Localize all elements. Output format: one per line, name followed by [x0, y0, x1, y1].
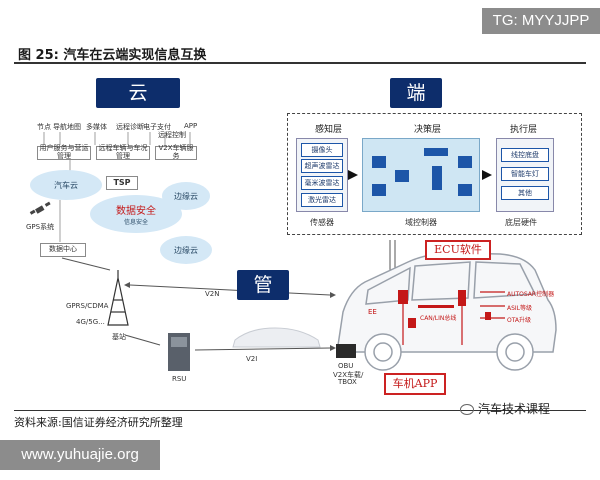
obu-shape: [336, 344, 356, 358]
v2i-label: V2I: [246, 355, 258, 363]
info-security-label: 信息安全: [123, 219, 148, 226]
car-red-lines: [402, 291, 505, 345]
car-cloud: 汽车云: [30, 170, 102, 200]
car-red-components: [398, 290, 491, 328]
cloud-label-payment: 电子支付: [143, 123, 171, 131]
decision-chip-4: [424, 148, 448, 156]
perception-lidar: 激光雷达: [301, 193, 343, 207]
perception-mmwave: 毫米波雷达: [301, 176, 343, 190]
edge-cloud-top: 边缘云: [162, 182, 210, 210]
network-sub-label: 4G/5G...: [76, 318, 105, 326]
obu-label: OBU: [338, 362, 354, 370]
end-header: 端: [390, 78, 442, 108]
cloud-label-app: APP: [184, 122, 198, 130]
wechat-account-label: 汽车技术课程: [478, 402, 551, 416]
execution-lights: 智能车灯: [501, 167, 549, 181]
rsu-shape: [168, 333, 190, 371]
tg-watermark: TG: MYYJJPP: [482, 8, 600, 34]
service-box-user: 用户服务与营运管理: [37, 144, 91, 160]
execution-footer: 底层硬件: [505, 218, 537, 227]
network-label: GPRS/CDMA: [66, 302, 109, 310]
wechat-account: 汽车技术课程: [460, 400, 550, 417]
ota-label: OTA升级: [507, 317, 532, 324]
main-car: [336, 252, 557, 371]
can-bus-label: CAN/LIN总线: [420, 315, 457, 322]
obu-sub1-label: V2X车载/: [333, 371, 364, 379]
perception-title: 感知层: [315, 125, 343, 135]
autosar-label: AUTOSAR控制器: [507, 291, 555, 298]
execution-other: 其他: [501, 186, 549, 200]
tsp-box: TSP: [106, 176, 138, 190]
data-center-box: 数据中心: [40, 243, 86, 257]
satellite-shape: [29, 201, 51, 215]
service-box-v2x: V2X车辆服务: [155, 144, 197, 160]
flow-arrows: [348, 170, 492, 180]
end-dashed-panel: [287, 113, 582, 235]
execution-chassis: 线控底盘: [501, 148, 549, 162]
source-note: 资料来源:国信证券经济研究所整理: [14, 416, 183, 429]
decision-panel: [362, 138, 480, 212]
v2n-label: V2N: [205, 290, 220, 298]
edge-cloud-bottom-label: 边缘云: [174, 245, 198, 255]
cloud-label-map: 导航地图: [53, 123, 81, 131]
cloud-label-remote: 远程控制: [158, 131, 186, 139]
perception-camera: 摄像头: [301, 143, 343, 157]
obu-sub2-label: TBOX: [338, 378, 357, 386]
decision-chip-6: [458, 156, 472, 168]
cloud-connectors: [43, 132, 191, 242]
decision-chip-2: [372, 184, 386, 196]
asil-label: ASIL等级: [507, 305, 533, 312]
ee-label: EE: [368, 308, 377, 316]
ecu-software-label: ECU软件: [425, 240, 491, 260]
decision-chip-3: [395, 170, 409, 182]
car-cloud-label: 汽车云: [54, 180, 78, 190]
decision-title: 决策层: [414, 125, 442, 135]
bottom-rule: [14, 410, 586, 411]
cloud-label-diagnosis: 远程诊断: [116, 123, 144, 131]
figure-title: 图 25: 汽车在云端实现信息互换: [18, 48, 207, 63]
pipe-header: 管: [237, 270, 289, 300]
cloud-header: 云: [96, 78, 180, 108]
perception-ultrasonic: 超声波雷达: [301, 159, 343, 173]
execution-title: 执行层: [510, 125, 538, 135]
faded-car: [232, 327, 321, 348]
top-rule: [14, 62, 586, 64]
decision-chip-1: [372, 156, 386, 168]
decision-chip-5: [432, 166, 442, 190]
decision-chip-7: [458, 184, 472, 196]
gps-label: GPS系统: [26, 223, 55, 231]
cell-tower: [107, 270, 129, 326]
arrow-heads: [124, 282, 336, 351]
data-security-label: 数据安全: [116, 206, 156, 217]
base-station-label: 基站: [112, 333, 126, 341]
decision-footer: 域控制器: [405, 218, 437, 227]
site-watermark: www.yuhuajie.org: [0, 440, 160, 470]
perception-footer: 传感器: [310, 218, 334, 227]
rsu-label: RSU: [172, 375, 187, 383]
service-box-vehicle: 远程车辆与车况管理: [96, 144, 150, 160]
edge-cloud-top-label: 边缘云: [174, 191, 198, 201]
car-app-label: 车机APP: [384, 373, 446, 395]
cloud-label-node: 节点: [37, 123, 51, 131]
edge-cloud-bottom: 边缘云: [160, 236, 212, 264]
cloud-label-media: 多媒体: [86, 123, 107, 131]
wechat-icon: [460, 404, 474, 415]
